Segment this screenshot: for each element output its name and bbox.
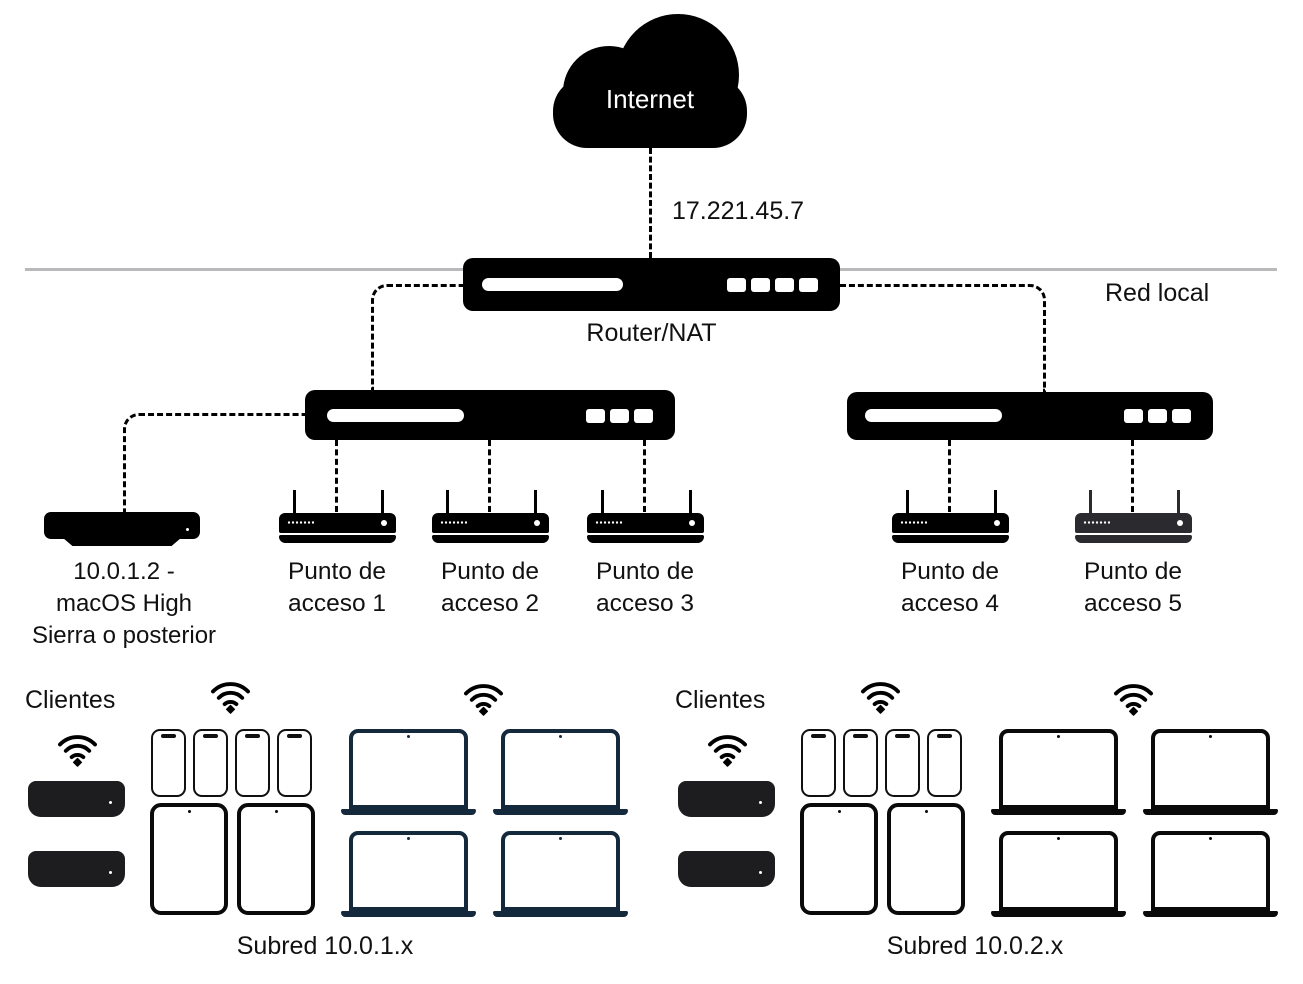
phones-group <box>151 729 312 797</box>
internet-label: Internet <box>605 84 695 114</box>
switch-2-front-slot <box>865 409 1002 422</box>
laptop-icon <box>341 729 476 815</box>
connector-switch1-ap2 <box>488 440 491 512</box>
phone-icon <box>193 729 228 797</box>
laptop-icon <box>991 729 1126 815</box>
phone-icon <box>843 729 878 797</box>
connector-switch1-mac <box>123 413 305 512</box>
laptop-icon <box>493 729 628 815</box>
access-point-1-icon <box>279 490 396 543</box>
tablet-icon <box>887 803 965 915</box>
wan-ip-label: 17.221.45.7 <box>672 197 805 225</box>
switch-1-ports <box>586 409 653 423</box>
router-label: Router/NAT <box>586 319 717 347</box>
phone-icon <box>151 729 186 797</box>
access-point-4-icon <box>892 490 1009 543</box>
laptop-icon <box>493 831 628 917</box>
connector-switch1-ap1 <box>335 440 338 512</box>
access-point-2-icon <box>432 490 549 543</box>
connector-switch2-ap5 <box>1131 440 1134 512</box>
wifi-icon <box>1110 680 1157 716</box>
switch-1-device <box>305 390 675 440</box>
phone-icon <box>277 729 312 797</box>
wifi-icon <box>207 678 254 714</box>
switch-2-ports <box>1124 409 1191 423</box>
connector-internet-router <box>649 148 652 258</box>
router-front-slot <box>482 278 623 291</box>
router-ports <box>727 278 818 292</box>
client-box-icon <box>28 781 125 817</box>
router-nat-device <box>463 258 840 311</box>
phones-group <box>801 729 962 797</box>
mac-server-label: 10.0.1.2 - macOS High Sierra o posterior <box>31 558 217 649</box>
laptop-icon <box>1143 729 1278 815</box>
laptop-icon <box>341 831 476 917</box>
red-local-label: Red local <box>1105 279 1210 307</box>
phone-icon <box>801 729 836 797</box>
tablet-icon <box>150 803 228 915</box>
phone-icon <box>885 729 920 797</box>
switch-1-front-slot <box>327 409 464 422</box>
switch-2-device <box>847 392 1213 440</box>
internet-cloud-icon: Internet <box>553 14 747 148</box>
clients-label-subnet1: Clientes <box>25 686 116 714</box>
wifi-icon <box>704 731 751 767</box>
tablet-icon <box>800 803 878 915</box>
connector-router-switch2 <box>840 284 1046 392</box>
tablets-group <box>800 803 965 915</box>
wifi-icon <box>54 731 101 767</box>
connector-switch2-ap4 <box>948 440 951 512</box>
clients-label-subnet2: Clientes <box>675 686 766 714</box>
tablet-icon <box>237 803 315 915</box>
client-box-icon <box>678 781 775 817</box>
mac-server-icon <box>44 512 200 546</box>
subnet1-label: Subred 10.0.1.x <box>236 932 414 960</box>
connector-switch1-ap3 <box>643 440 646 512</box>
wifi-icon <box>460 680 507 716</box>
subnet2-label: Subred 10.0.2.x <box>886 932 1064 960</box>
connector-router-switch1 <box>371 284 463 390</box>
access-point-3-icon <box>587 490 704 543</box>
laptop-icon <box>1143 831 1278 917</box>
laptop-icon <box>991 831 1126 917</box>
client-box-icon <box>678 851 775 887</box>
client-box-icon <box>28 851 125 887</box>
phone-icon <box>927 729 962 797</box>
phone-icon <box>235 729 270 797</box>
access-point-5-icon <box>1075 490 1192 543</box>
tablets-group <box>150 803 315 915</box>
wifi-icon <box>857 678 904 714</box>
